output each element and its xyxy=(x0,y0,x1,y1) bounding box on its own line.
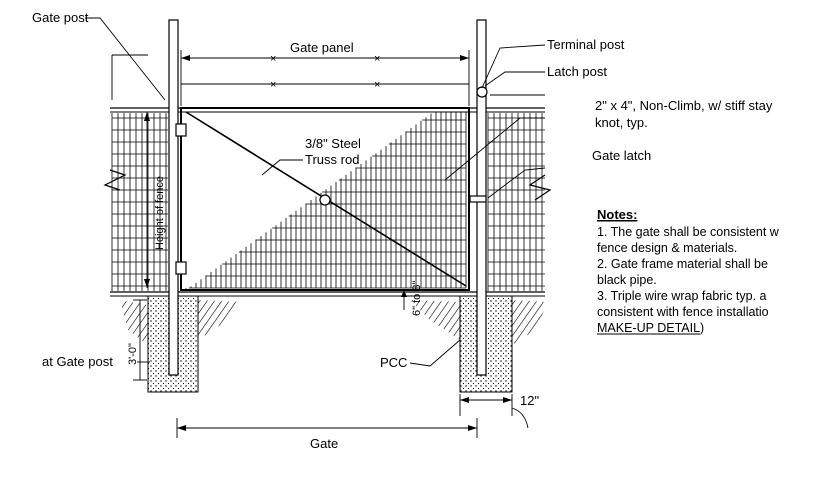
gate-frame xyxy=(180,107,470,291)
notes-title: Notes: xyxy=(597,207,637,222)
height-of-fence-dimension xyxy=(144,112,150,288)
hinges xyxy=(175,123,187,275)
gate-post-label: Gate post xyxy=(32,10,89,25)
pcc-label: PCC xyxy=(380,355,407,370)
svg-text:×: × xyxy=(270,79,276,91)
footing-width-label: 12" xyxy=(520,393,539,408)
fabric-label-line1: 2" x 4", Non-Climb, w/ stiff stay xyxy=(595,98,773,113)
leader-lines xyxy=(85,17,546,367)
gate-dimension xyxy=(176,418,478,438)
notes-block: Notes: 1. The gate shall be consistent w… xyxy=(597,207,780,335)
left-fence-fabric xyxy=(111,113,168,291)
clearance-label: 6" to 8" xyxy=(411,281,423,316)
gate-latch xyxy=(469,86,488,203)
gate-panel-label: Gate panel xyxy=(290,40,354,55)
gate-fabric xyxy=(185,112,467,290)
latch-post-cap xyxy=(476,86,488,98)
terminal-post-label: Terminal post xyxy=(547,37,625,52)
turnbuckle xyxy=(319,194,331,206)
depth-label: 3'-0" xyxy=(127,343,139,365)
gate-latch-label: Gate latch xyxy=(592,148,651,163)
gate-post xyxy=(168,19,179,376)
truss-rod-label-line1: 3/8" Steel xyxy=(305,136,361,151)
note-line: 3. Triple wire wrap fabric typ. a xyxy=(597,289,767,303)
svg-text:×: × xyxy=(270,53,276,65)
latch-post-label: Latch post xyxy=(547,64,607,79)
note-line: black pipe. xyxy=(597,273,657,287)
depth-dimension xyxy=(133,299,147,381)
svg-text:×: × xyxy=(374,79,380,91)
right-fence-fabric xyxy=(487,113,545,291)
gate-panel-dimension: × × × × xyxy=(180,50,470,106)
note-line: fence design & materials. xyxy=(597,241,737,255)
height-of-fence-label: Height of fence xyxy=(154,176,166,250)
svg-text:×: × xyxy=(374,53,380,65)
note-line: 2. Gate frame material shall be xyxy=(597,257,768,271)
note-line: MAKE-UP DETAIL) xyxy=(597,321,704,335)
gate-width-label: Gate xyxy=(310,436,338,451)
truss-rod-label-line2: Truss rod xyxy=(305,152,359,167)
footing-width-dimension xyxy=(459,394,529,429)
break-marks xyxy=(103,169,552,201)
at-gate-post-label: at Gate post xyxy=(42,354,113,369)
note-line: 1. The gate shall be consistent w xyxy=(597,225,780,239)
note-line: consistent with fence installatio xyxy=(597,305,769,319)
clearance-dimension xyxy=(401,290,407,310)
fabric-label-line2: knot, typ. xyxy=(595,115,648,130)
